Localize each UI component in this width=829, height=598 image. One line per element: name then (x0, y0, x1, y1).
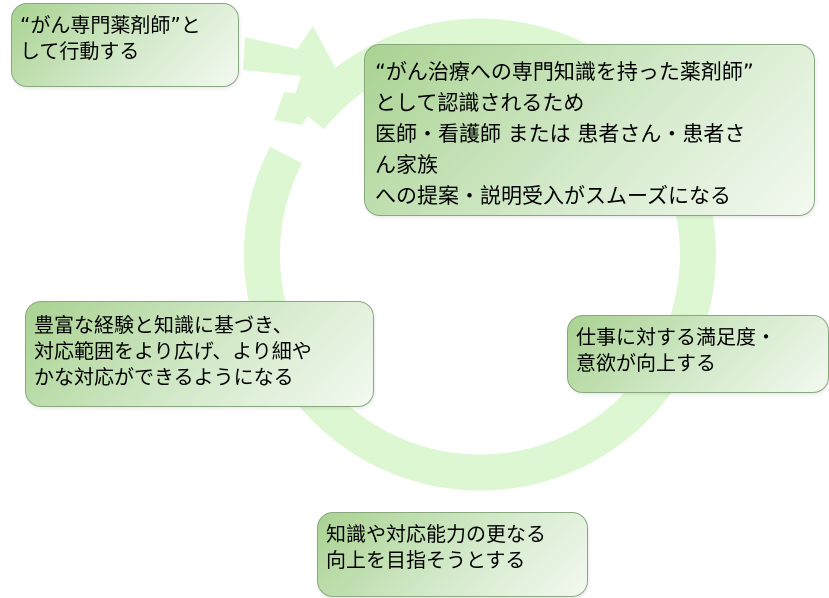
step-text-line: 意欲が向上する (576, 351, 716, 375)
step-box-satisfaction: 仕事に対する満足度・ 意欲が向上する (567, 315, 829, 393)
step-text-line: ん家族 (375, 153, 438, 177)
step-box-act-as-specialist: “がん専門薬剤師”と して行動する (11, 3, 239, 87)
step-text-line: として認識されるため (375, 91, 585, 115)
step-text-line: 仕事に対する満足度・ (576, 325, 776, 349)
step-text-line: 医師・看護師 または 患者さん・患者さ (375, 122, 746, 146)
cycle-arrow-head-inner (274, 92, 320, 125)
step-text-line: 向上を目指そうとする (326, 548, 526, 572)
step-text-line: “がん専門薬剤師”と (20, 13, 201, 37)
step-text-line: かな対応ができるようになる (34, 365, 294, 389)
step-text-line: 知識や対応能力の更なる (326, 522, 546, 546)
step-text-line: “がん治療への専門知識を持った薬剤師” (375, 60, 754, 84)
step-box-recognition: “がん治療への専門知識を持った薬剤師” として認識されるため 医師・看護師 また… (364, 44, 815, 216)
step-box-broader-response: 豊富な経験と知識に基づき、 対応範囲をより広げ、より細や かな対応ができるように… (25, 301, 374, 407)
step-text-line: 豊富な経験と知識に基づき、 (34, 313, 293, 337)
step-text-line: への提案・説明受入がスムーズになる (375, 184, 731, 208)
step-text-line: 対応範囲をより広げ、より細や (34, 339, 312, 363)
step-text-line: して行動する (20, 39, 140, 63)
cycle-arrow-head (243, 26, 346, 104)
step-box-improvement: 知識や対応能力の更なる 向上を目指そうとする (317, 512, 588, 597)
